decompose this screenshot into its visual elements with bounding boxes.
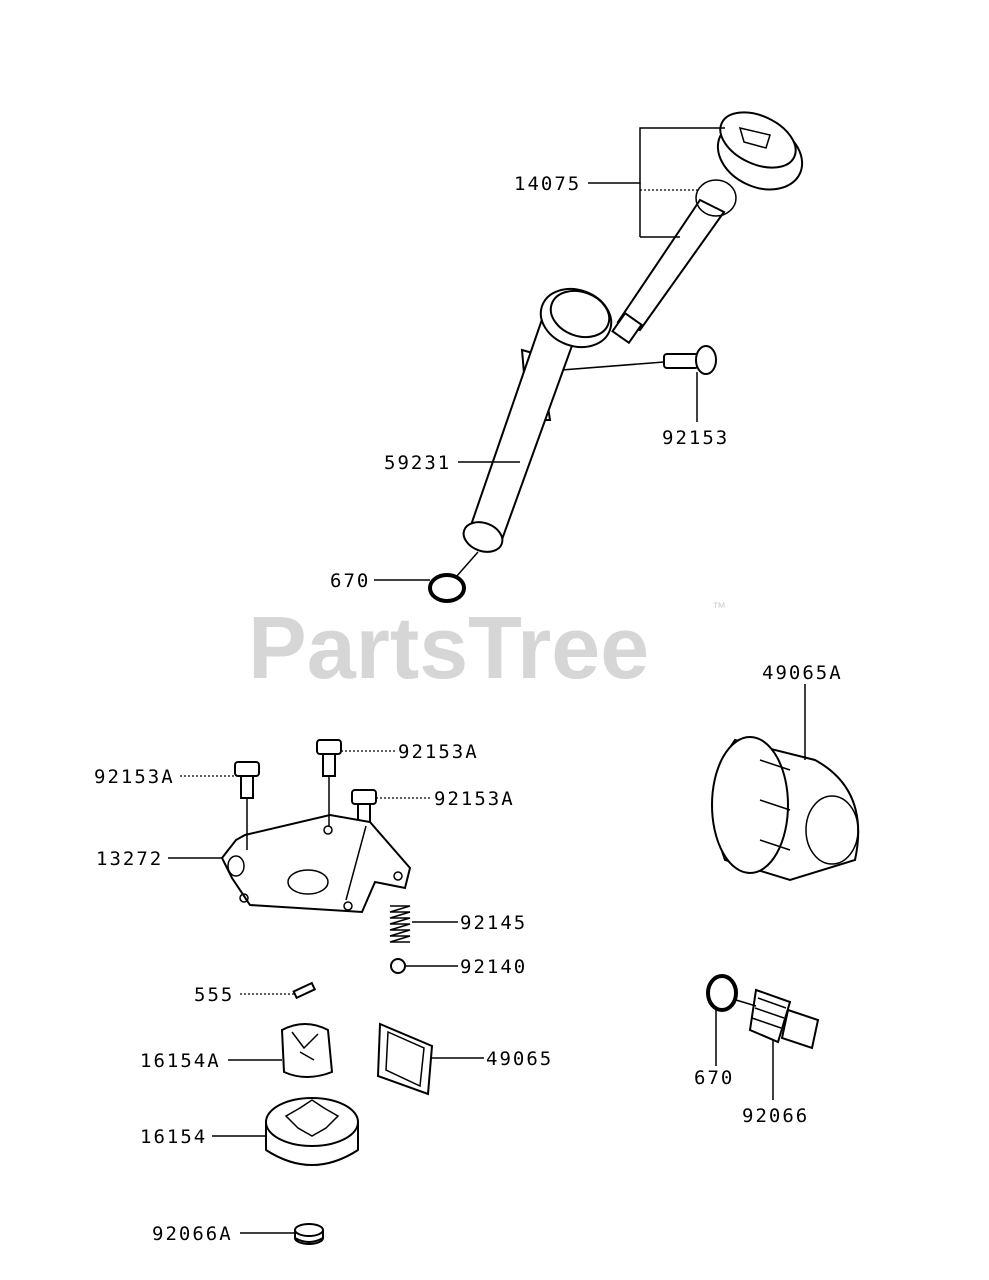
label-92140[interactable]: 92140 (460, 956, 527, 978)
collar-92066A-part[interactable] (294, 1223, 324, 1245)
label-92145[interactable]: 92145 (460, 912, 527, 934)
inner-rotor-part[interactable] (280, 1023, 334, 1078)
outer-rotor-part[interactable] (265, 1097, 359, 1166)
drain-plug-part[interactable] (748, 988, 820, 1050)
bolt-92153A-left[interactable] (234, 761, 260, 799)
label-92066A[interactable]: 92066A (152, 1223, 233, 1245)
label-555[interactable]: 555 (194, 984, 234, 1006)
label-92153A-right[interactable]: 92153A (434, 788, 515, 810)
screen-49065-part[interactable] (376, 1022, 434, 1096)
bolt-92153A-center[interactable] (316, 739, 342, 777)
oil-filter-part[interactable] (711, 736, 860, 882)
label-49065[interactable]: 49065 (486, 1048, 553, 1070)
label-59231[interactable]: 59231 (384, 452, 451, 474)
label-92153A-center[interactable]: 92153A (398, 741, 479, 763)
leader-14075 (588, 127, 725, 184)
label-670-top[interactable]: 670 (330, 570, 370, 592)
label-16154A[interactable]: 16154A (140, 1050, 221, 1072)
filler-tube-part[interactable] (459, 279, 619, 557)
dipstick-part[interactable] (611, 101, 813, 345)
label-92153[interactable]: 92153 (662, 427, 729, 449)
label-92153A-left[interactable]: 92153A (94, 766, 175, 788)
ball-92140-part[interactable] (390, 958, 406, 974)
spring-92145-part[interactable] (389, 905, 411, 943)
label-49065A[interactable]: 49065A (762, 662, 843, 684)
label-13272[interactable]: 13272 (96, 848, 163, 870)
label-670-bottom[interactable]: 670 (694, 1067, 734, 1089)
pin-555-part[interactable] (292, 981, 317, 1000)
watermark: PartsTree (248, 598, 649, 697)
o-ring-670-top[interactable] (428, 573, 466, 603)
o-ring-670-bottom[interactable] (706, 974, 738, 1012)
label-16154[interactable]: 16154 (140, 1126, 207, 1148)
label-14075[interactable]: 14075 (514, 173, 581, 195)
plate-13272-part[interactable] (220, 813, 412, 914)
label-92066[interactable]: 92066 (742, 1105, 809, 1127)
bolt-92153-part[interactable] (663, 345, 717, 375)
watermark-trademark: ™ (712, 599, 726, 615)
